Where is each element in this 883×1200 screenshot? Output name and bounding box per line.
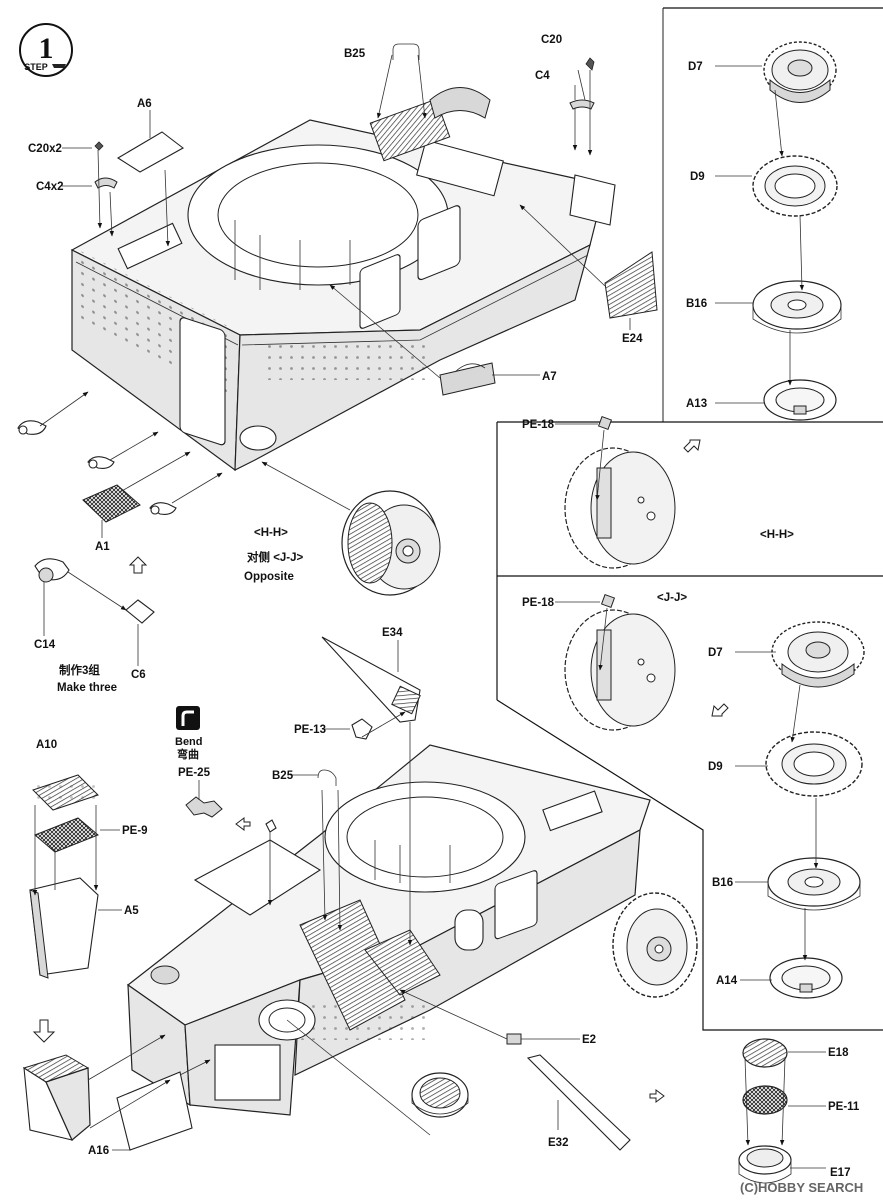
- label-d7-low: D7: [708, 647, 723, 659]
- step-number: 1: [39, 32, 54, 65]
- label-a13: A13: [686, 398, 707, 410]
- lower-hull-drawing: [126, 744, 698, 1116]
- label-a6: A6: [137, 98, 152, 110]
- label-d9-top: D9: [690, 171, 705, 183]
- label-c20x2: C20x2: [28, 143, 62, 155]
- sprocket-stack-lower: [735, 621, 865, 999]
- label-e17: E17: [830, 1167, 850, 1179]
- label-e2: E2: [582, 1034, 596, 1046]
- leader-lines-lower: [32, 640, 826, 1169]
- label-b25-low: B25: [272, 770, 294, 782]
- frame-lines: [496, 7, 883, 1031]
- label-e24: E24: [622, 333, 643, 345]
- label-pe25: PE-25: [178, 767, 211, 779]
- wheel-hh-panel: [555, 415, 701, 569]
- leader-lines-upper: [39, 54, 631, 666]
- label-pe18-jj: PE-18: [522, 597, 555, 609]
- label-bend-cn: 弯曲: [177, 747, 199, 761]
- label-a16: A16: [88, 1145, 109, 1157]
- label-panel-jj: <J-J>: [657, 592, 687, 604]
- label-c4x2: C4x2: [36, 181, 64, 193]
- upper-hull-drawing: [70, 87, 616, 472]
- label-c4: C4: [535, 70, 550, 82]
- watermark: (C)HOBBY SEARCH: [740, 1180, 863, 1195]
- label-pe13: PE-13: [294, 724, 326, 736]
- label-c20: C20: [541, 34, 562, 46]
- watermark-text: (C)HOBBY SEARCH: [740, 1180, 863, 1195]
- label-make-three-cn: 制作3组: [59, 663, 100, 677]
- label-pe9: PE-9: [122, 825, 148, 837]
- label-b16-low: B16: [712, 877, 733, 889]
- label-b16-top: B16: [686, 298, 707, 310]
- step-badge: 1 STEP: [19, 23, 73, 77]
- label-d7-top: D7: [688, 61, 703, 73]
- label-e34: E34: [382, 627, 403, 639]
- label-jj-view: 对侧 <J-J>: [247, 550, 304, 564]
- label-e32: E32: [548, 1137, 568, 1149]
- label-bend: Bend: [175, 736, 203, 748]
- label-a14: A14: [716, 975, 738, 987]
- label-b25-top: B25: [344, 48, 366, 60]
- lower-parts: [22, 636, 792, 1184]
- label-d9-low: D9: [708, 761, 723, 773]
- label-a10: A10: [36, 739, 57, 751]
- label-e18: E18: [828, 1047, 849, 1059]
- label-c14: C14: [34, 639, 56, 651]
- sprocket-stack-top: [715, 41, 842, 421]
- label-pe18-hh: PE-18: [522, 419, 555, 431]
- label-make-three: Make three: [57, 682, 117, 694]
- label-panel-hh: <H-H>: [760, 529, 794, 541]
- label-a1: A1: [95, 541, 110, 553]
- label-pe11: PE-11: [828, 1101, 860, 1113]
- label-opposite: Opposite: [244, 571, 294, 583]
- wheel-jj-panel: [555, 593, 729, 731]
- label-c6: C6: [131, 669, 146, 681]
- label-a7: A7: [542, 371, 557, 383]
- step-label: STEP: [24, 62, 48, 72]
- upper-parts: [17, 43, 658, 624]
- label-hh-view: <H-H>: [254, 527, 288, 539]
- label-a5: A5: [124, 905, 139, 917]
- part-labels: A6 B25 C20 C4 C20x2 C4x2 E24 A7 A1 <H-H>…: [28, 34, 860, 1179]
